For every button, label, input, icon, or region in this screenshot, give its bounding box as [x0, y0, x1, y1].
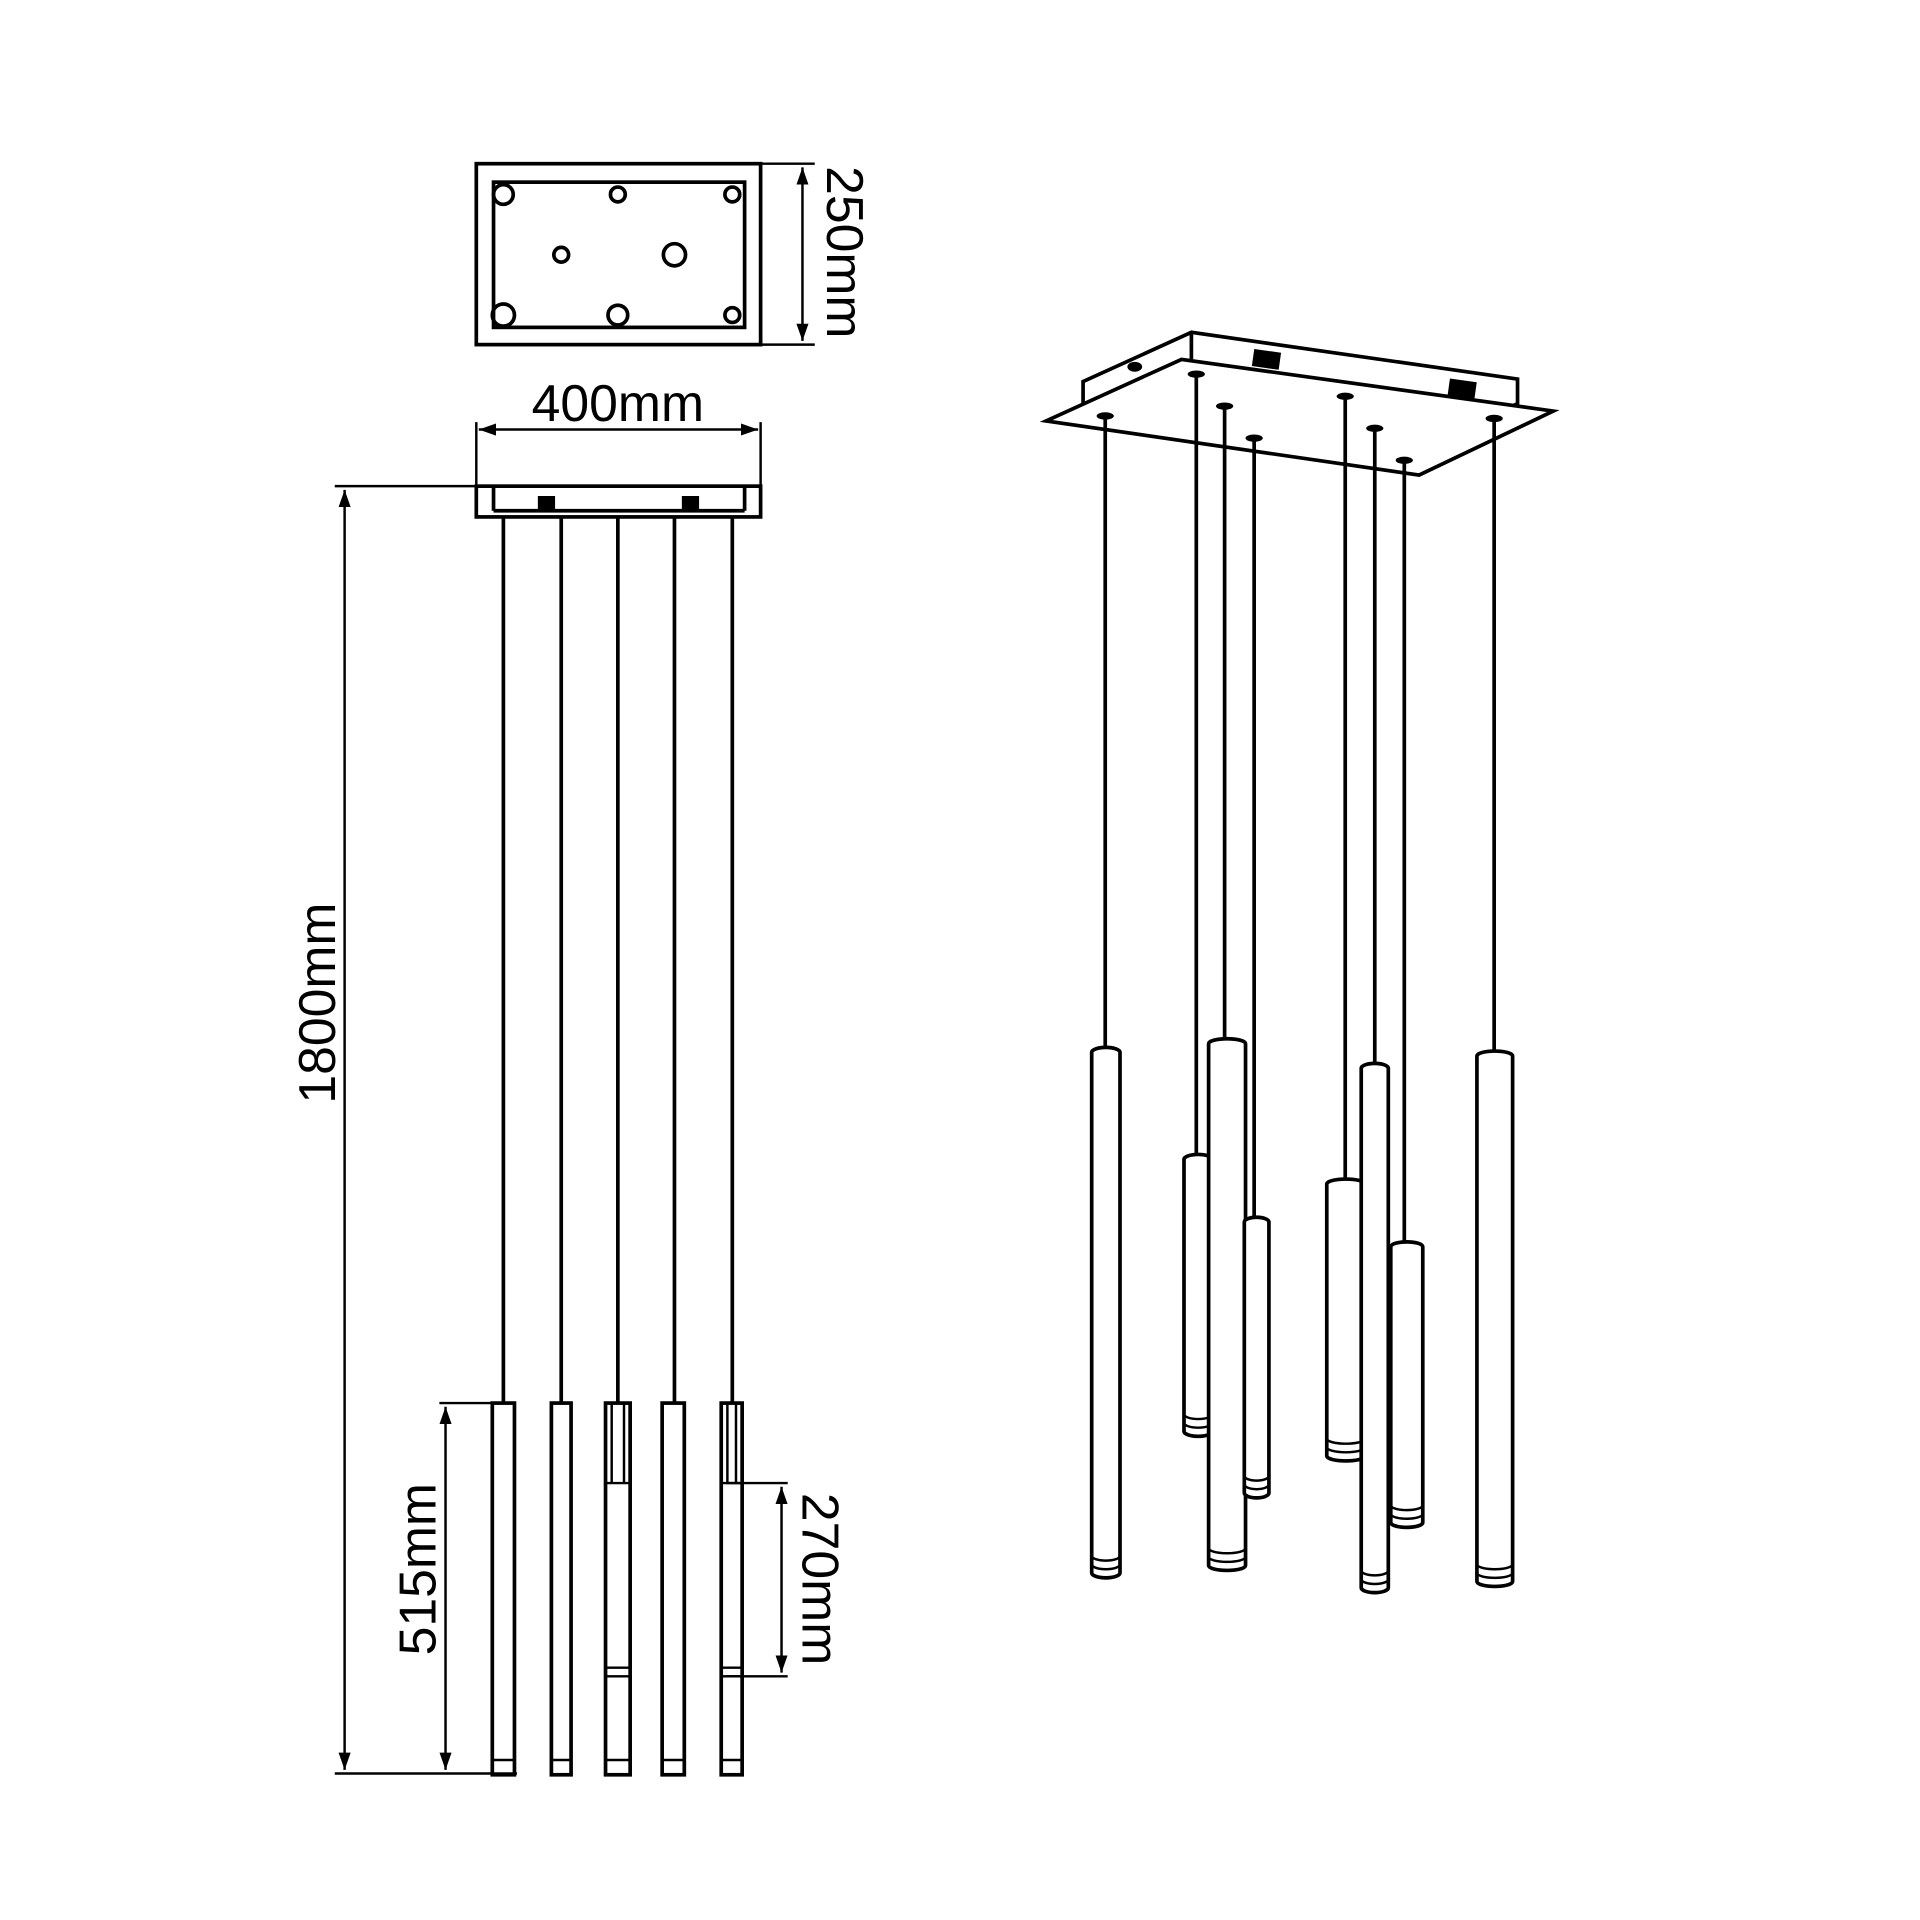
height-label: 1800mm: [288, 903, 346, 1104]
height-dimension: 1800mm: [288, 484, 517, 1775]
pendant: [719, 516, 744, 1777]
perspective-pendants: [1089, 370, 1515, 1595]
pendant: [1182, 370, 1215, 1439]
mounting-holes: [490, 182, 742, 328]
tube-short-dimension: 270mm: [726, 1481, 849, 1678]
tube: [490, 1401, 517, 1777]
tube: [1242, 1215, 1271, 1500]
tube: [1388, 1240, 1425, 1530]
tube: [1475, 1049, 1515, 1589]
tube: [1206, 1036, 1248, 1573]
pendant: [1359, 424, 1391, 1595]
pendant: [490, 516, 517, 1777]
pendant: [603, 516, 633, 1777]
tube: [549, 1401, 573, 1777]
tube-short-label: 270mm: [791, 1493, 849, 1665]
pendant: [1206, 402, 1248, 1573]
screw-icon: [1127, 361, 1143, 372]
top-view-canopy: [474, 161, 763, 347]
tube: [1089, 1045, 1122, 1580]
width-dimension: 400mm: [475, 374, 762, 517]
perspective-canopy: [1039, 330, 1560, 477]
tube: [1324, 1177, 1367, 1463]
pendant: [1388, 456, 1425, 1530]
pendant: [660, 516, 687, 1777]
depth-dimension: 250mm: [760, 162, 874, 346]
tube-long-dimension: 515mm: [389, 1401, 493, 1770]
tube: [603, 1401, 633, 1777]
pendant: [1475, 414, 1515, 1589]
tube: [1359, 1061, 1391, 1595]
short-tube: [605, 1403, 631, 1678]
tube: [719, 1401, 744, 1777]
depth-label: 250mm: [816, 166, 874, 338]
tube-long-label: 515mm: [389, 1483, 447, 1655]
front-view-pendants: [490, 516, 744, 1777]
screw-icon: [1447, 378, 1477, 400]
pendant: [1324, 392, 1367, 1463]
tube: [660, 1401, 687, 1777]
front-view-canopy: [474, 484, 763, 519]
width-label: 400mm: [532, 374, 704, 432]
screw-icon: [681, 496, 700, 511]
pendant: [1242, 434, 1271, 1500]
pendant: [549, 516, 573, 1777]
pendant: [1089, 412, 1122, 1580]
screw-icon: [537, 496, 556, 511]
screw-icon: [1251, 348, 1282, 370]
